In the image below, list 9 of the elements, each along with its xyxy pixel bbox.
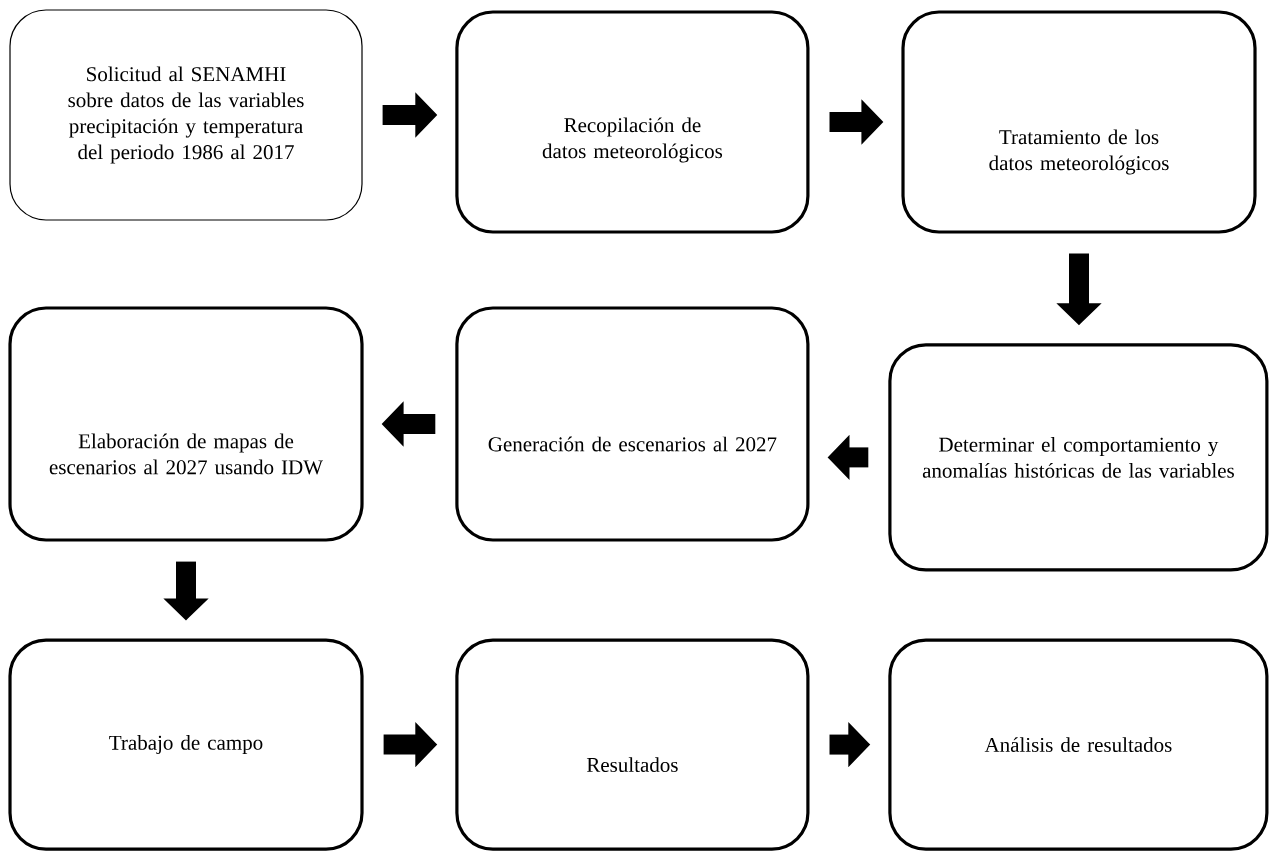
process-box: Tratamiento de los datos meteorológicos [901, 10, 1257, 234]
process-box: Recopilación de datos meteorológicos [455, 10, 810, 234]
process-box: Elaboración de mapas de escenarios al 2027 usando IDW [8, 306, 364, 542]
process-box: Determinar el comportamiento y anomalías históricas de las variables [888, 343, 1269, 572]
process-box: Generación de escenarios al 2027 [455, 306, 810, 542]
process-box: Análisis de resultados [888, 638, 1269, 851]
process-box: Solicitud al SENAMHI sobre datos de las variables precipitación y temperatura del periodo 1986 al 2017 [9, 9, 363, 221]
process-box: Trabajo de campo [8, 638, 364, 851]
process-box: Resultados [455, 638, 810, 851]
